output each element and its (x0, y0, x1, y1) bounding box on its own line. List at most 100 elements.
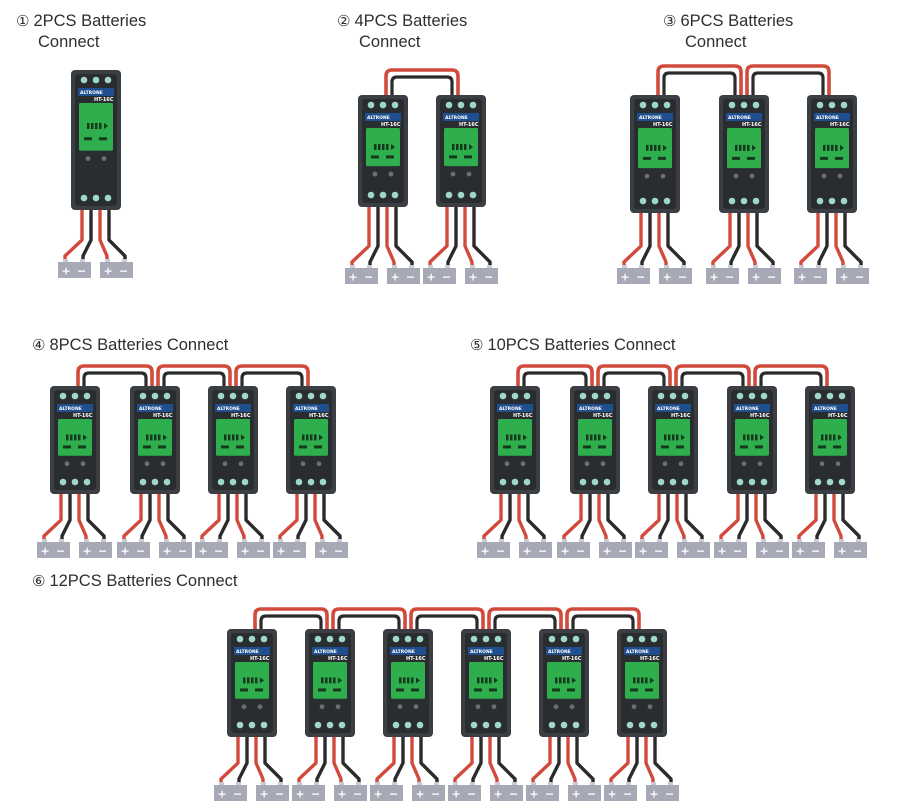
terminal (83, 478, 91, 486)
battery-plus: + (681, 545, 690, 558)
battery-post (841, 265, 846, 268)
charge-bar (74, 434, 77, 441)
charge-bar (321, 677, 324, 684)
readout-left (449, 155, 457, 159)
battery-cable (463, 207, 474, 266)
brand-label: ALTRONE (626, 649, 649, 655)
battery-cable (566, 737, 577, 783)
brand-label: ALTRONE (80, 90, 103, 96)
terminal (840, 101, 848, 109)
battery-post (761, 539, 766, 542)
button (569, 704, 575, 710)
battery-plus: + (391, 271, 400, 284)
section-title-line1: 10PCS Batteries Connect (487, 336, 676, 354)
battery-cable (219, 737, 240, 783)
battery-cable (500, 494, 512, 540)
arrow-icon (83, 434, 87, 441)
battery-post (548, 782, 553, 785)
terminal (338, 635, 346, 643)
label-bar (234, 647, 270, 655)
battery-cable (375, 737, 396, 783)
arrow-icon (752, 144, 756, 151)
model-label: HT-16C (484, 656, 504, 662)
charge-bar (664, 434, 667, 441)
battery-post (470, 265, 475, 268)
charge-bar (555, 677, 558, 684)
battery (490, 785, 523, 801)
readout-left (63, 445, 71, 449)
battery-post (42, 539, 47, 542)
battery-post (681, 265, 686, 268)
battery-minus: − (214, 545, 223, 558)
charge-bar (594, 434, 597, 441)
battery-post (59, 539, 64, 542)
battery-plus: + (523, 545, 532, 558)
link-cable-black (680, 371, 745, 388)
battery-post (297, 782, 302, 785)
battery-plus: + (621, 271, 630, 284)
model-label: HT-16C (593, 413, 613, 419)
battery-minus: − (233, 788, 242, 801)
battery-post (487, 265, 492, 268)
battery-post (541, 539, 546, 542)
label-bar (624, 647, 660, 655)
terminal (163, 478, 171, 486)
button (553, 704, 559, 710)
section-number: ④ (32, 336, 46, 354)
battery (792, 542, 825, 558)
battery (568, 785, 601, 801)
battery (423, 268, 456, 284)
readout-left (474, 688, 482, 692)
label-bar (312, 647, 348, 655)
charge-bar (228, 434, 231, 441)
terminal (469, 101, 477, 109)
readout-right (411, 688, 419, 692)
battery-minus: − (813, 271, 822, 284)
terminal (83, 392, 91, 400)
battery-post (590, 782, 595, 785)
charge-bar (641, 677, 644, 684)
charge-bar (510, 434, 513, 441)
battery-post (604, 539, 609, 542)
battery-cable (482, 494, 503, 540)
battery (412, 785, 445, 801)
button (600, 461, 606, 467)
battery-post (512, 782, 517, 785)
readout-left (643, 156, 651, 160)
terminal (391, 191, 399, 199)
battery-cable (531, 737, 552, 783)
terminal (326, 635, 334, 643)
terminal (511, 392, 519, 400)
label-bar (726, 113, 762, 121)
charge-bar (87, 122, 90, 129)
battery-cable (254, 737, 265, 783)
battery-minus: − (364, 271, 373, 284)
brand-label: ALTRONE (814, 406, 837, 412)
terminal (151, 392, 159, 400)
battery (477, 542, 510, 558)
label-bar (443, 113, 479, 121)
terminal (591, 392, 599, 400)
brand-label: ALTRONE (445, 115, 468, 121)
terminal (416, 635, 424, 643)
terminal (482, 635, 490, 643)
charge-bar (751, 434, 754, 441)
brand-label: ALTRONE (736, 406, 759, 412)
battery-plus: + (62, 265, 71, 278)
battery-post (753, 265, 758, 268)
terminal (523, 392, 531, 400)
charge-bar (91, 122, 94, 129)
battery-minus: − (767, 271, 776, 284)
battery-post (367, 265, 372, 268)
model-label: HT-16C (562, 656, 582, 662)
label-bar (365, 113, 401, 121)
charge-bar (310, 434, 313, 441)
terminal (445, 101, 453, 109)
battery-minus: − (311, 788, 320, 801)
section-number: ① (16, 12, 30, 30)
button (319, 704, 325, 710)
button (372, 171, 378, 177)
